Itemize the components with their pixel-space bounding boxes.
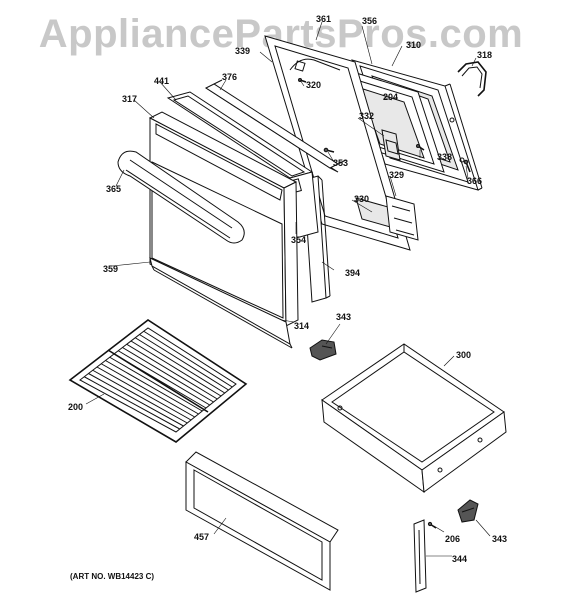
rack-wire [84,376,180,430]
part-label-206: 206 [445,534,461,544]
art-number: (ART NO. WB14423 C) [70,572,155,581]
rack-wire [134,337,226,394]
rack-wire [101,363,195,418]
part-label-441: 441 [154,76,170,86]
screw-353 [323,147,335,153]
part-label-332: 332 [359,111,375,121]
part-label-314: 314 [294,321,310,331]
door-trim-376 [204,79,347,173]
hinge-329 [385,195,419,241]
drawer-300 [321,343,507,494]
part-label-300: 300 [456,350,472,360]
hinge-343-lower [457,499,479,523]
rack-wire [122,347,214,403]
rack-wire [139,334,229,391]
part-label-359: 359 [103,264,119,274]
part-label-318: 318 [477,50,493,60]
part-label-343-lower: 343 [492,534,508,544]
rack-wire [92,369,188,424]
part-label-457: 457 [194,532,210,542]
part-label-394: 394 [345,268,361,278]
hinge-343-upper [309,339,337,361]
part-label-343-upper: 343 [336,312,352,322]
part-label-310: 310 [406,40,422,50]
part-label-366: 366 [467,176,483,186]
screw-366 [463,159,471,173]
rack-wire [143,330,233,388]
part-label-320: 320 [306,80,322,90]
part-label-361: 361 [316,14,332,24]
bottom-trim-359 [149,257,293,349]
part-label-317: 317 [122,94,138,104]
rack-wire [109,356,203,412]
part-label-356: 356 [362,16,378,26]
part-label-365: 365 [106,184,122,194]
rack-wire [117,350,211,406]
hinge-bracket-332 [381,129,401,161]
part-label-338: 338 [437,152,453,162]
leader-lines [85,21,491,557]
door-handle-365 [117,150,245,244]
part-label-329: 329 [389,170,405,180]
part-label-330: 330 [354,194,370,204]
part-label-344: 344 [452,554,468,564]
door-gasket-318 [457,61,487,97]
rack-wire [105,360,199,415]
drawer-slide-344 [413,519,427,593]
screw-338 [416,144,425,151]
part-label-353: 353 [333,158,349,168]
rack-wire [126,343,218,400]
part-label-376: 376 [222,72,238,82]
rack-wire [88,373,184,427]
drawer-front-457 [185,451,339,591]
part-label-200: 200 [68,402,84,412]
part-label-354: 354 [291,235,307,245]
oven-rack-200 [68,319,248,443]
screw-206 [427,521,437,529]
rack-wire [130,340,222,397]
rack-wire [96,366,192,421]
part-label-339: 339 [235,46,251,56]
part-label-204: 204 [383,92,399,102]
